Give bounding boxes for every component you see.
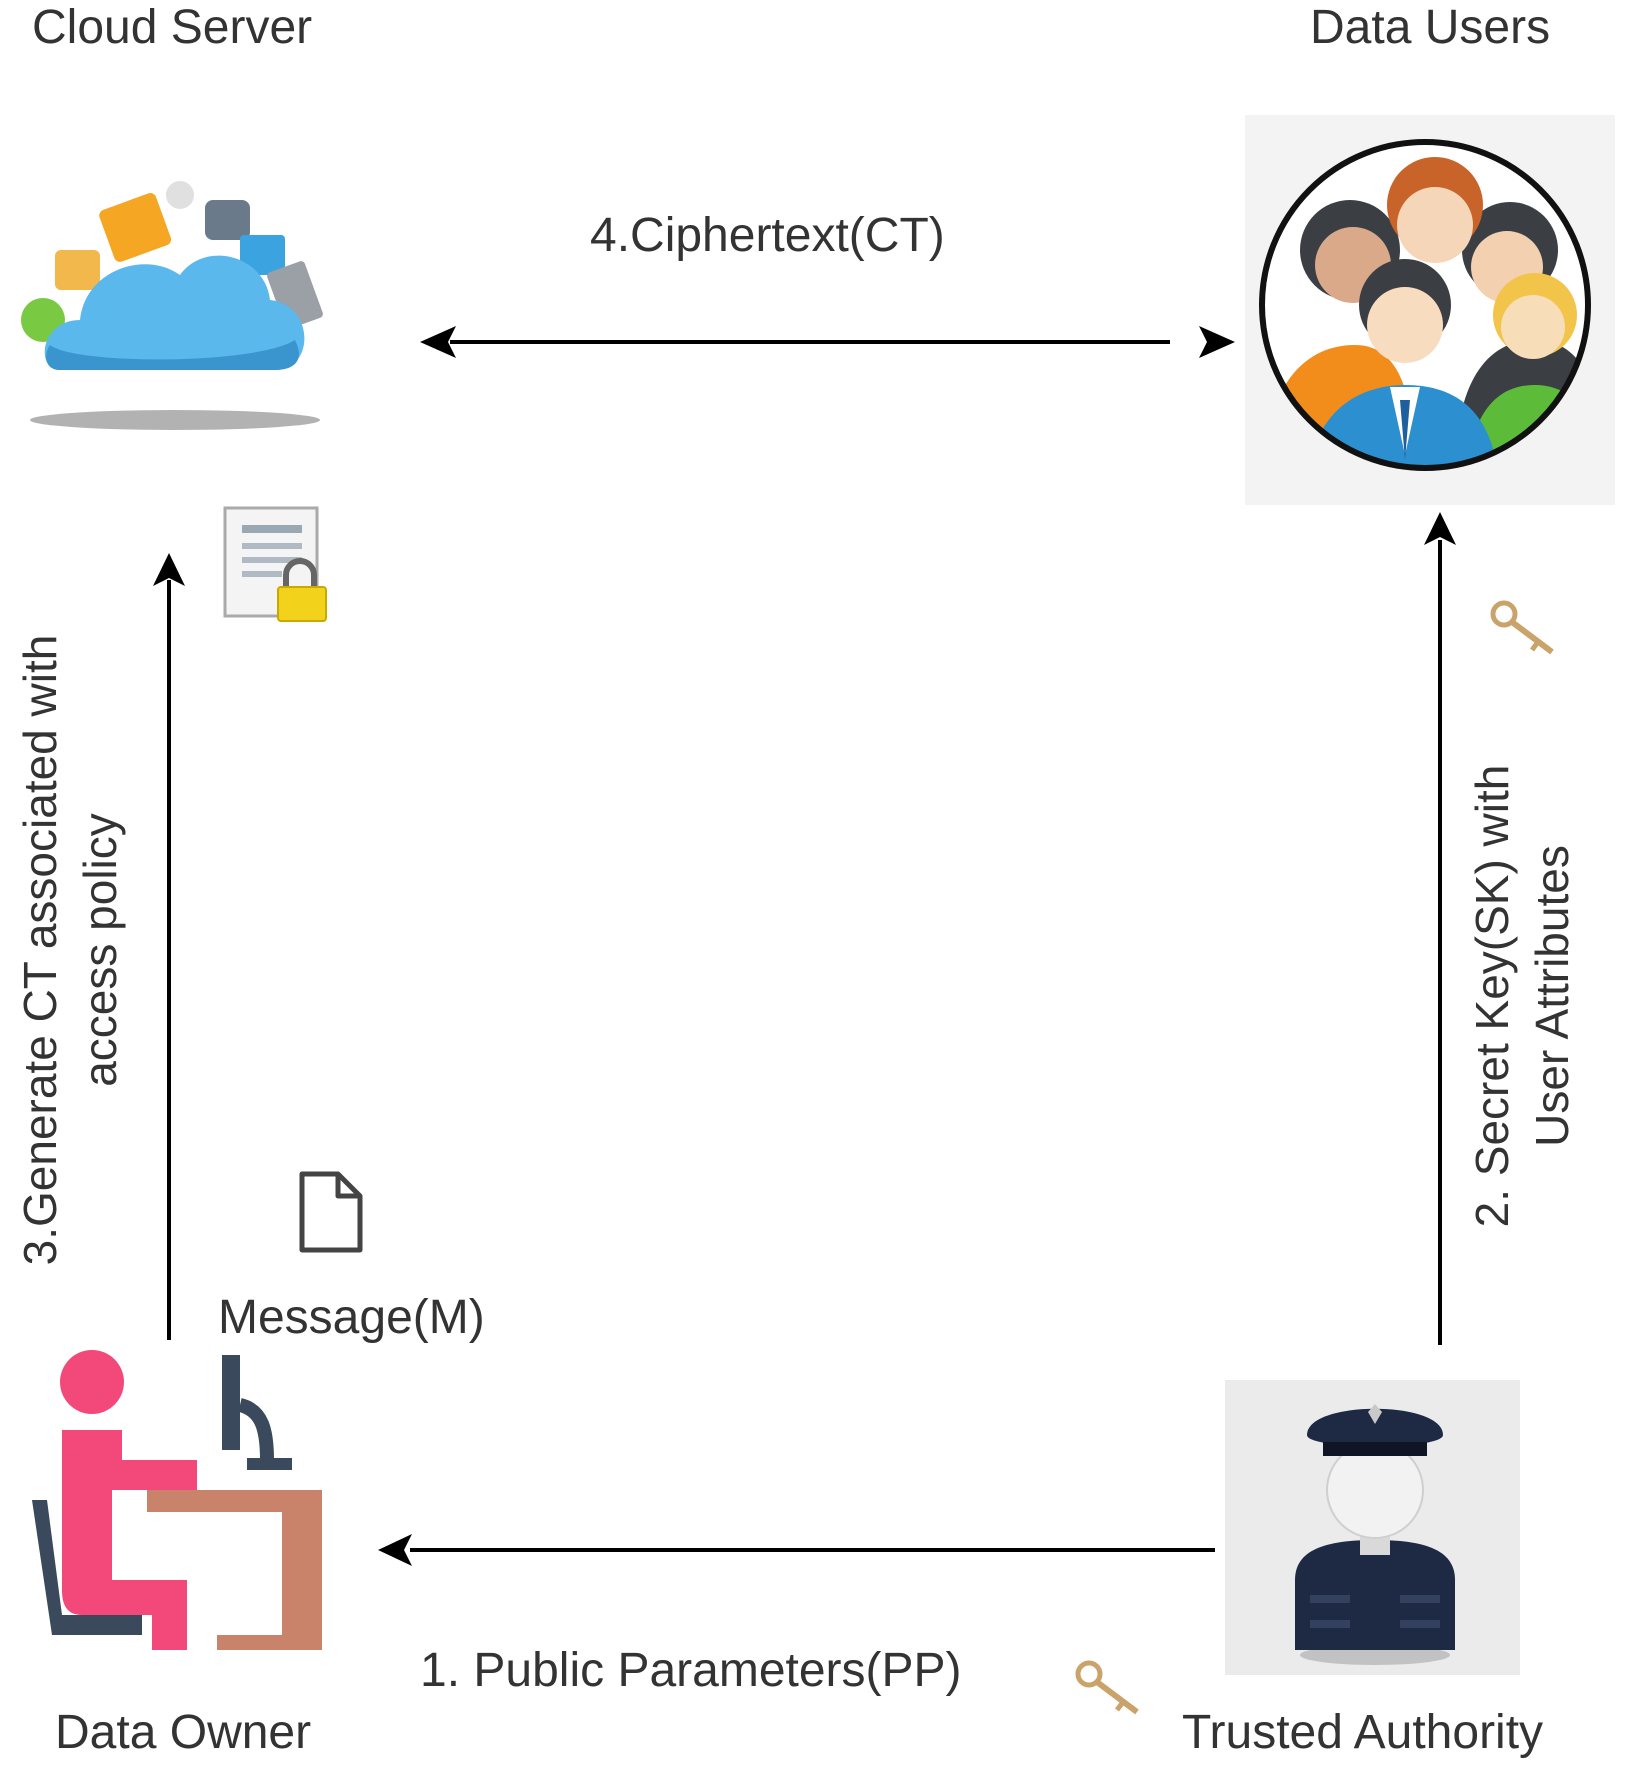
ciphertext-arrow — [420, 326, 1235, 358]
public-parameters-label: 1. Public Parameters(PP) — [420, 1644, 962, 1697]
message-label: Message(M) — [218, 1291, 485, 1344]
secret-key-label: 2. Secret Key(SK) with User Attributes — [1462, 736, 1582, 1256]
data-owner-icon — [32, 1350, 322, 1650]
generate-ct-arrow — [153, 553, 185, 1340]
generate-ct-line-2: access policy — [74, 813, 126, 1087]
secret-key-line-2: User Attributes — [1526, 845, 1578, 1147]
cloud-server-icon — [21, 181, 323, 430]
cloud-server-label: Cloud Server — [32, 1, 313, 54]
public-parameters-arrow — [378, 1534, 1215, 1566]
message-document-icon — [299, 1171, 363, 1253]
data-users-icon — [1245, 115, 1615, 505]
generate-ct-line-1: 3.Generate CT associated with — [14, 634, 66, 1266]
data-owner-label: Data Owner — [55, 1706, 312, 1759]
data-users-label: Data Users — [1310, 1, 1551, 54]
secret-key-arrow — [1424, 512, 1456, 1345]
encrypted-document-icon — [223, 506, 327, 622]
key-icon — [1490, 600, 1554, 655]
trusted-authority-label: Trusted Authority — [1182, 1706, 1544, 1759]
ciphertext-label: 4.Ciphertext(CT) — [590, 209, 945, 262]
trusted-authority-icon — [1225, 1380, 1520, 1675]
secret-key-line-1: 2. Secret Key(SK) with — [1466, 764, 1518, 1228]
generate-ct-label: 3.Generate CT associated with access pol… — [10, 600, 130, 1300]
key-icon — [1075, 1660, 1139, 1715]
